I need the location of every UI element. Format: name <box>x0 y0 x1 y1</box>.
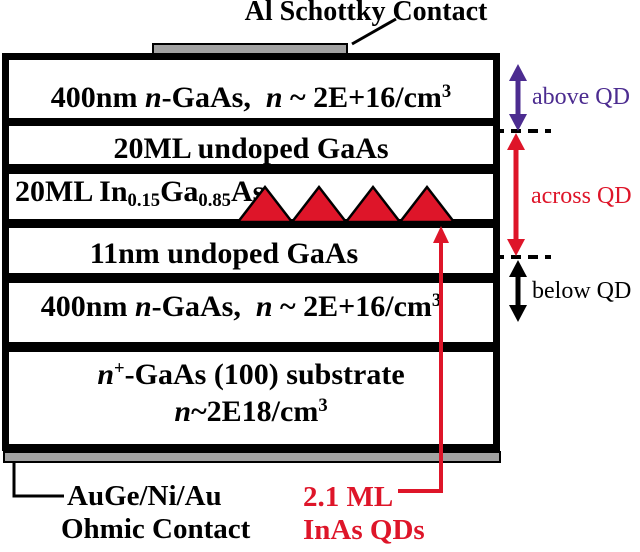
across-qd-arrowhead-down <box>507 239 525 256</box>
schottky-contact-label: Al Schottky Contact <box>244 0 488 27</box>
substrate-label-line2: n~2E18/cm3 <box>174 394 328 428</box>
ohmic-contact-label-line1: AuGe/Ni/Au <box>67 480 222 512</box>
layer-separator-4 <box>9 273 493 283</box>
across-qd-arrowhead-up <box>507 133 525 150</box>
layer-separator-5 <box>9 342 493 352</box>
substrate-label-line1: n+-GaAs (100) substrate <box>97 357 405 391</box>
ohmic-contact-label-line2: Ohmic Contact <box>61 513 251 545</box>
layer-separator-3 <box>9 219 493 228</box>
qd-label-line2: InAs QDs <box>303 514 425 546</box>
above-qd-arrowhead-down <box>509 114 527 131</box>
layer5-label: 400nm n-GaAs, n ~ 2E+16/cm3 <box>40 289 442 323</box>
ohmic-pointer-line <box>12 462 64 498</box>
layer4-label: 11nm undoped GaAs <box>89 237 359 270</box>
ohmic-metal-bar <box>3 451 501 463</box>
layer3-label: 20ML In0.15Ga0.85As <box>15 175 265 212</box>
below-qd-label: below QD <box>532 278 632 304</box>
layer-separator-1 <box>9 118 493 126</box>
above-qd-arrowhead-up <box>509 64 527 81</box>
above-qd-label: above QD <box>532 84 630 110</box>
layer-separator-2 <box>9 164 493 174</box>
layer2-label: 20ML undoped GaAs <box>113 132 389 165</box>
qd-label-line1: 2.1 ML <box>303 481 394 513</box>
across-qd-label: across QD <box>531 183 632 209</box>
layer1-label: 400nm n-GaAs, n ~ 2E+16/cm3 <box>50 80 452 114</box>
below-qd-arrowhead-down <box>509 305 527 322</box>
below-qd-arrowhead-up <box>509 260 527 277</box>
